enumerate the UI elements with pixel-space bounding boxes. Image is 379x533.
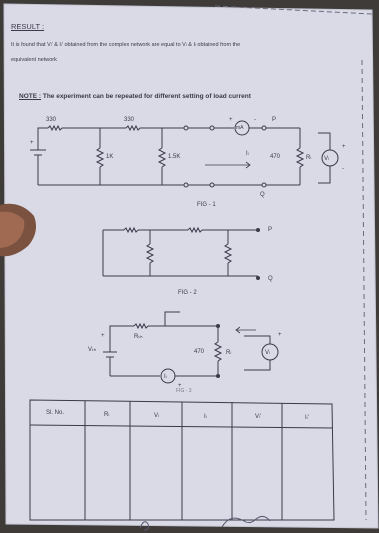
- fig1-ammeter-plus: +: [229, 117, 233, 123]
- fig3-voltmeter-label: Vₗ: [265, 350, 270, 356]
- fig2-circuit: [102, 226, 258, 277]
- fig3-vth-label: Vₜₕ: [88, 347, 97, 353]
- note-label: NOTE : The experiment can be repeated fo…: [19, 93, 251, 100]
- fig3-circuit: [103, 311, 279, 384]
- table-header-vl: Vₗ: [154, 413, 159, 419]
- table-header-il-prime: Iₗ': [305, 415, 309, 421]
- fig1-current-label: Iₗ: [246, 151, 249, 157]
- fig1-r-shunt-1: 1K: [106, 154, 114, 160]
- fig1-volt-plus: +: [342, 144, 346, 150]
- fig2-node-q: Q: [268, 276, 273, 282]
- fig1-ammeter-label: mA: [236, 125, 244, 131]
- note-text: The experiment can be repeated for diffe…: [42, 93, 251, 100]
- fig1-battery-plus: +: [30, 140, 34, 146]
- fig3-caption: FIG - 3: [176, 388, 192, 394]
- fig3-ammeter-plus: +: [178, 383, 182, 389]
- fig1-volt-minus: -: [342, 166, 344, 172]
- fig1-circuit: [30, 120, 339, 188]
- fig2-node-p: P: [268, 227, 273, 233]
- fig1-voltmeter-label: Vₗ: [324, 156, 329, 162]
- observation-table: [29, 399, 335, 521]
- table-header-sl-no: Sl. No.: [46, 410, 65, 416]
- fig1-node-p: P: [272, 117, 277, 123]
- fig1-r1-label: 330: [46, 117, 57, 123]
- fig3-rth-label: Rₜₕ: [134, 334, 143, 340]
- fig1-load-value: 470: [270, 154, 281, 160]
- note-prefix: NOTE :: [19, 93, 42, 100]
- table-header-il: Iₗ: [204, 414, 207, 420]
- fig2-caption: FIG - 2: [178, 290, 197, 296]
- fig1-node-q: Q: [260, 192, 265, 198]
- fig1-load-label: Rₗ: [306, 155, 312, 161]
- fig3-load-label: Rₗ: [226, 350, 232, 356]
- fig1-r-shunt-2: 1.5K: [168, 154, 181, 160]
- fig3-vth-plus: +: [101, 333, 105, 339]
- table-header-rl: Rₗ: [104, 412, 110, 418]
- fig3-ammeter-label: Iₗ: [164, 374, 167, 380]
- fig3-load-value: 470: [194, 349, 205, 355]
- result-line-2: equivalent network: [11, 57, 57, 63]
- fig1-ammeter-minus: -: [254, 117, 256, 123]
- result-line-1: It is found that Vₗ' & Iₗ' obtained from…: [11, 42, 241, 48]
- fig1-caption: FIG - 1: [197, 202, 216, 208]
- result-heading: RESULT :: [11, 22, 45, 31]
- fig3-volt-plus: +: [278, 332, 282, 338]
- fig1-r2-label: 330: [124, 117, 135, 123]
- table-header-vl-prime: Vₗ': [255, 414, 262, 420]
